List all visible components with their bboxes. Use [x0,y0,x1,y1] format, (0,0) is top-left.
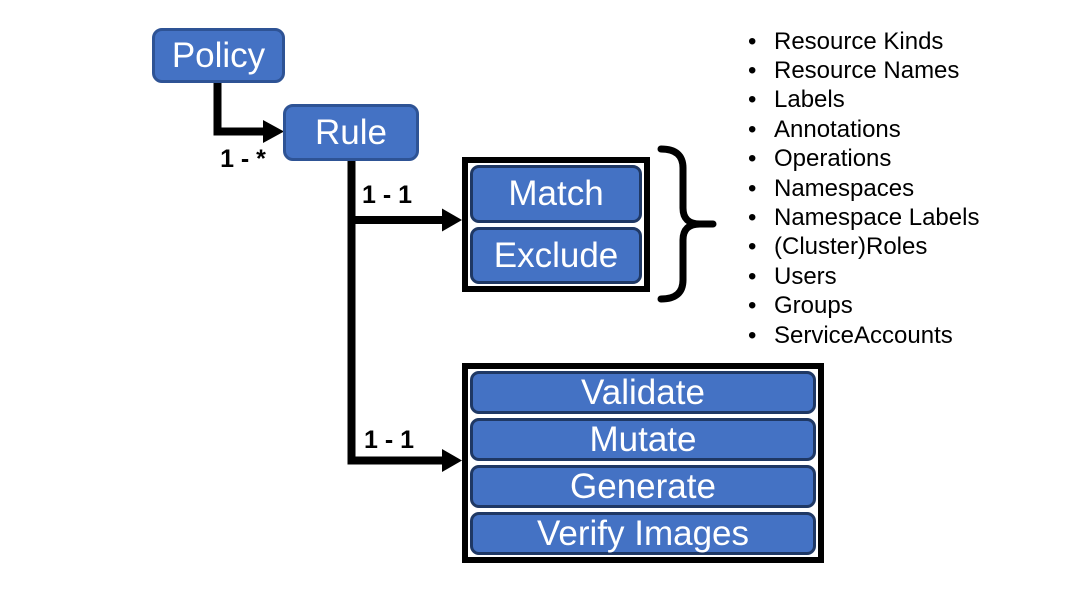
node-rule: Rule [283,104,419,161]
bullet-icon: • [748,86,757,114]
list-item: • Annotations [748,115,979,144]
list-item-label: Namespaces [774,174,915,202]
right-brace-body [657,145,701,303]
list-item: • Resource Names [748,56,979,85]
bullet-icon: • [748,262,757,290]
right-brace-icon [657,145,717,303]
bullet-icon: • [748,321,757,349]
list-item-label: (Cluster)Roles [774,233,928,261]
bullet-icon: • [748,204,757,232]
list-item-label: Annotations [774,115,901,143]
list-item-label: Resource Names [774,57,960,85]
bullet-icon: • [748,292,757,320]
list-item-label: Operations [774,145,892,173]
policy-rule-arrowhead [263,120,284,143]
list-item-label: Namespace Labels [774,204,980,232]
node-match: Match [470,165,642,223]
bullet-icon: • [748,115,757,143]
bullet-icon: • [748,145,757,173]
bullet-icon: • [748,27,757,55]
cardinality-rule-actions: 1 - 1 [363,426,415,454]
list-item-label: Groups [774,292,853,320]
match-attributes-list: •Resource Kinds •Resource Names •Labels … [748,27,979,350]
list-item-label: ServiceAccounts [774,321,953,349]
rule-actions-arrowhead [442,449,462,472]
list-item-label: Resource Kinds [774,27,944,55]
rule-actions-container: Validate Mutate Generate Verify Images [462,363,824,563]
bullet-icon: • [748,57,757,85]
cardinality-rule-match: 1 - 1 [361,181,413,209]
bullet-icon: • [748,233,757,261]
node-generate: Generate [470,465,816,508]
list-item: • Operations [748,145,979,174]
list-item: • Namespace Labels [748,203,979,232]
node-verify-images: Verify Images [470,512,816,555]
list-item: • ServiceAccounts [748,321,979,350]
rule-match-arrowhead [442,208,462,232]
node-mutate: Mutate [470,418,816,461]
node-validate: Validate [470,371,816,414]
list-item: • Users [748,262,979,291]
list-item: • Namespaces [748,174,979,203]
list-item-label: Labels [774,86,845,114]
list-item: • Resource Kinds [748,27,979,56]
list-item: • (Cluster)Roles [748,233,979,262]
list-item: • Labels [748,86,979,115]
policy-rule-connector-line [213,82,264,136]
node-exclude: Exclude [470,226,642,284]
list-item-label: Users [774,262,837,290]
match-exclude-container: Match Exclude [462,157,650,292]
node-policy: Policy [152,28,285,83]
bullet-icon: • [748,174,757,202]
list-item: • Groups [748,292,979,321]
cardinality-policy-rule: 1 - * [220,145,266,173]
